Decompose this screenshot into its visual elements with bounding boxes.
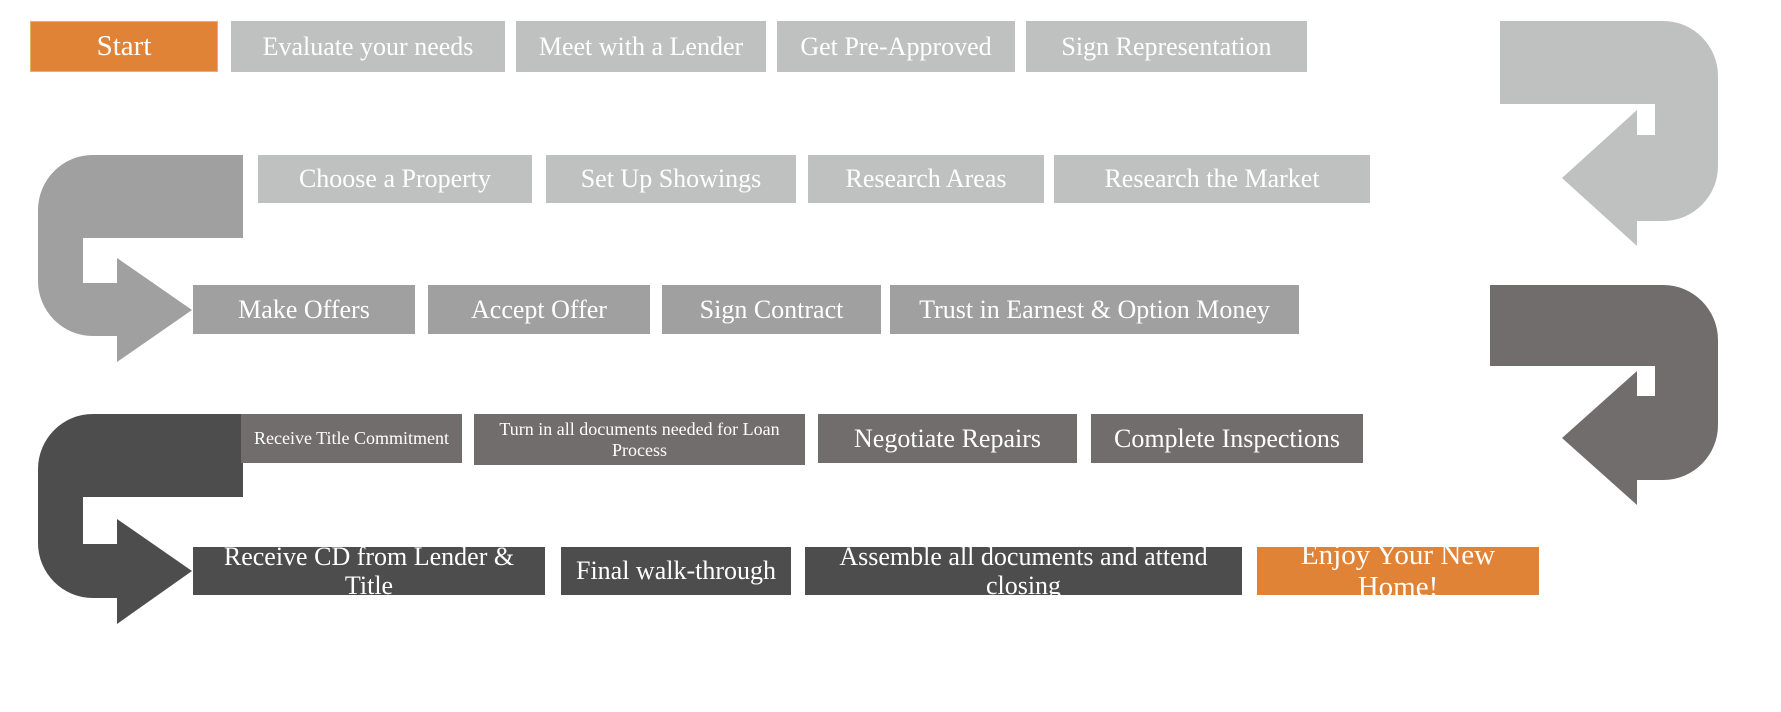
step-evaluate-your-needs[interactable]: Evaluate your needs <box>231 21 505 72</box>
step-assemble-documents-attend-closing[interactable]: Assemble all documents and attend closin… <box>805 542 1242 600</box>
step-meet-with-a-lender[interactable]: Meet with a Lender <box>516 21 766 72</box>
step-enjoy-your-new-home[interactable]: Enjoy Your New Home! <box>1257 539 1539 603</box>
step-negotiate-repairs[interactable]: Negotiate Repairs <box>818 414 1077 463</box>
step-receive-cd-from-lender-and-title[interactable]: Receive CD from Lender & Title <box>193 542 545 600</box>
step-turn-in-loan-documents[interactable]: Turn in all documents needed for Loan Pr… <box>474 414 805 465</box>
step-start[interactable]: Start <box>30 21 218 72</box>
connector-right-wrap-row3-to-row4 <box>1490 285 1718 505</box>
step-sign-representation[interactable]: Sign Representation <box>1026 21 1307 72</box>
step-get-pre-approved[interactable]: Get Pre-Approved <box>777 21 1015 72</box>
step-research-areas[interactable]: Research Areas <box>808 155 1044 203</box>
step-choose-a-property[interactable]: Choose a Property <box>258 155 532 203</box>
step-complete-inspections[interactable]: Complete Inspections <box>1091 414 1363 463</box>
step-set-up-showings[interactable]: Set Up Showings <box>546 155 796 203</box>
step-trust-in-earnest-and-option-money[interactable]: Trust in Earnest & Option Money <box>890 285 1299 334</box>
step-accept-offer[interactable]: Accept Offer <box>428 285 650 334</box>
step-sign-contract[interactable]: Sign Contract <box>662 285 881 334</box>
connector-right-wrap-row1-to-row2 <box>1500 21 1718 246</box>
step-final-walk-through[interactable]: Final walk-through <box>561 547 791 595</box>
step-make-offers[interactable]: Make Offers <box>193 285 415 334</box>
step-research-the-market[interactable]: Research the Market <box>1054 155 1370 203</box>
step-receive-title-commitment[interactable]: Receive Title Commitment <box>241 414 462 463</box>
